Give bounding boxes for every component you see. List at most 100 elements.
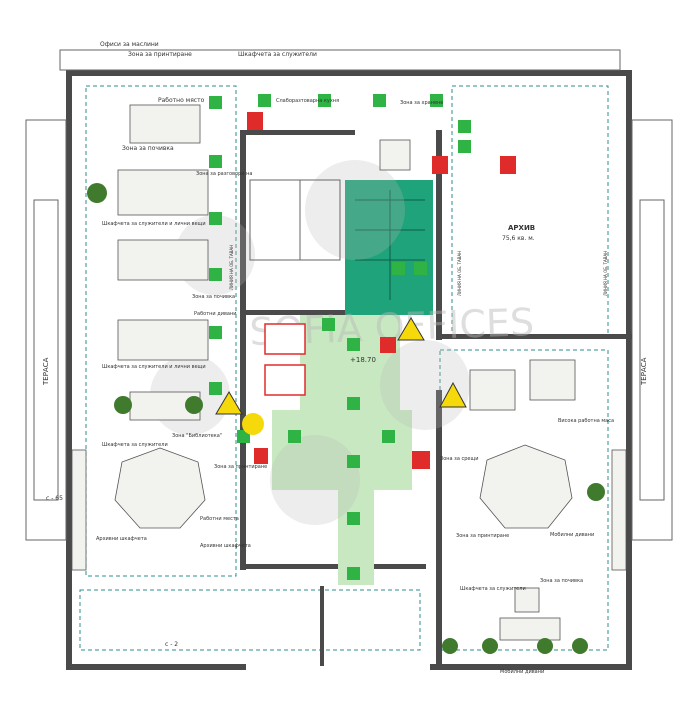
label-top-1: Офиси за маслини: [100, 41, 159, 48]
label-top-3: Шкафчета за служители: [238, 51, 317, 58]
terrace-right-inner: [639, 199, 665, 501]
outer-wall-top: [66, 70, 632, 76]
exit-sign-icon: [347, 455, 360, 468]
exit-sign-icon: [458, 120, 471, 133]
exit-sign-icon: [347, 338, 360, 351]
plant-icon: [114, 396, 132, 414]
exit-sign-icon: [382, 430, 395, 443]
zone-left: [85, 85, 237, 577]
exit-sign-icon: [458, 140, 471, 153]
label-terrace-left: ТЕРАСА: [42, 357, 50, 386]
wall-core-top: [240, 130, 355, 135]
plant-icon: [587, 483, 605, 501]
exit-sign-icon: [318, 94, 331, 107]
label-lockers-1: Шкафчета за служители и лични вещи: [102, 221, 206, 227]
work-desk-top-left: [129, 104, 201, 144]
exit-sign-icon: [209, 96, 222, 109]
exit-sign-icon: [347, 397, 360, 410]
no-entry-sign-icon: [264, 364, 306, 396]
terrace-right-frame: [631, 119, 673, 541]
label-mobile-right: Мобилни дивани: [550, 532, 594, 538]
wall-core-left: [240, 130, 246, 570]
wall-archive-bottom: [442, 334, 632, 339]
exit-sign-icon: [209, 155, 222, 168]
exit-sign-icon: [258, 94, 271, 107]
exit-sign-icon: [322, 318, 335, 331]
label-window-line-r1: ЛИНИЯ НА ОБ. ТАВАН: [457, 251, 462, 296]
label-cafe-1: Слаборазтоварна кухня: [276, 98, 339, 104]
label-archive: АРХИВ: [508, 224, 535, 232]
label-window-line-r2: ЛИНИЯ НА ОБ. ТАВАН: [603, 251, 608, 296]
plant-icon: [482, 638, 498, 654]
watermark-circle-1: [305, 160, 405, 260]
plant-icon: [537, 638, 553, 654]
fire-extinguisher-icon: [500, 156, 516, 174]
label-work-seats: Работни места: [200, 516, 239, 522]
desk-cluster-3: [117, 319, 209, 361]
exit-sign-icon: [237, 430, 250, 443]
terrace-left-inner: [33, 199, 59, 501]
wall-bottom-corridor: [246, 564, 426, 569]
locker-column-right: [611, 449, 627, 571]
desk-cluster-1: [117, 169, 209, 216]
label-c65: с - 65: [46, 495, 63, 502]
no-entry-sign-icon: [264, 323, 306, 355]
outer-wall-left: [66, 70, 72, 670]
exit-sign-icon: [209, 326, 222, 339]
label-relax-right: Зона за почивка: [540, 578, 583, 584]
label-work-place: Работно място: [158, 97, 205, 104]
stair-core: [345, 180, 433, 315]
fire-extinguisher-icon: [254, 448, 268, 464]
label-level: +18.70: [350, 356, 376, 364]
label-relax-zone-2: Зона за почивка: [192, 294, 235, 300]
fire-extinguisher-icon: [380, 337, 396, 353]
exit-sign-icon: [288, 430, 301, 443]
sofa-right-mid: [469, 369, 516, 411]
label-lockers-2: Шкафчета за служители и лични вещи: [102, 364, 206, 370]
fire-extinguisher-icon: [432, 156, 448, 174]
zone-bottom: [79, 589, 421, 651]
outer-wall-bottom-left: [66, 664, 246, 670]
wall-core-mid: [246, 310, 346, 315]
exit-sign-icon: [347, 512, 360, 525]
label-work-right: Висока работна маса: [558, 418, 614, 424]
meeting-table-left: [114, 447, 206, 529]
label-common-zone: Зона за срещи: [440, 456, 478, 462]
exit-sign-icon: [209, 382, 222, 395]
desk-cluster-2: [117, 239, 209, 281]
corridor-upper: [300, 315, 400, 410]
label-window-line-left: ЛИНИЯ НА ОБ. ТАВАН: [229, 245, 234, 290]
exit-sign-icon: [209, 212, 222, 225]
exit-sign-icon: [392, 262, 405, 275]
label-archive-cabinets-2: Архивни шкафчета: [200, 543, 251, 549]
outer-wall-right: [626, 70, 632, 670]
wc-block-2: [299, 179, 341, 261]
locker-column-left: [71, 449, 87, 571]
table-bottom-right: [514, 587, 540, 613]
wall-bottom-room: [320, 586, 324, 666]
hazard-warning-icon: [397, 317, 425, 341]
wall-stair-right: [436, 130, 442, 340]
wc-block: [249, 179, 301, 261]
zone-right: [451, 85, 609, 337]
fire-extinguisher-icon: [412, 451, 430, 469]
exit-sign-icon: [347, 567, 360, 580]
meeting-table-right: [479, 444, 573, 529]
label-top-2: Зона за принтиране: [128, 51, 192, 58]
plant-icon: [87, 183, 107, 203]
sofa-right-top: [529, 359, 576, 401]
label-print-zone: Зона за принтиране: [214, 464, 267, 470]
wall-right-corridor: [436, 390, 442, 665]
cafe-table: [379, 139, 411, 171]
label-cafe-2: Зона за хранене: [400, 100, 443, 106]
fire-extinguisher-icon: [247, 112, 263, 130]
label-archive-cabinets-1: Архивни шкафчета: [96, 536, 147, 542]
yellow-marker-icon: [242, 413, 264, 435]
label-work-zone-left: Работни дивани: [194, 311, 236, 317]
exit-sign-icon: [209, 268, 222, 281]
hazard-warning-icon: [439, 381, 467, 408]
corridor-horizontal: [272, 410, 412, 490]
exit-sign-icon: [414, 262, 427, 275]
exit-sign-icon: [373, 94, 386, 107]
